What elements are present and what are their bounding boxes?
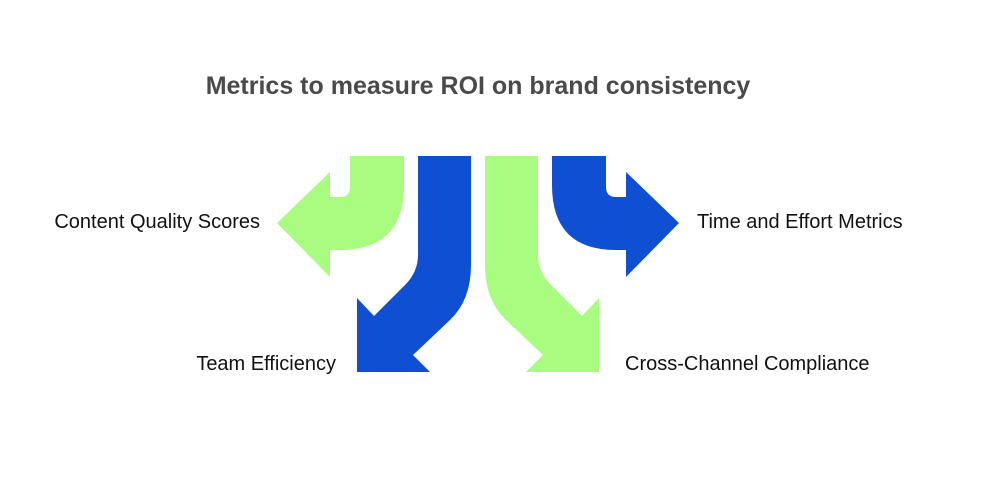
label-content-quality-scores: Content Quality Scores [54,211,260,233]
arrow-content-quality-scores [277,156,404,277]
label-time-and-effort-metrics: Time and Effort Metrics [697,211,903,233]
arrow-time-and-effort-metrics [552,156,679,277]
diagram-title: Metrics to measure ROI on brand consiste… [205,72,751,100]
arrow-team-efficiency [357,156,471,372]
label-team-efficiency: Team Efficiency [196,353,336,375]
arrow-cross-channel-compliance [485,156,599,372]
label-cross-channel-compliance: Cross-Channel Compliance [625,353,870,375]
